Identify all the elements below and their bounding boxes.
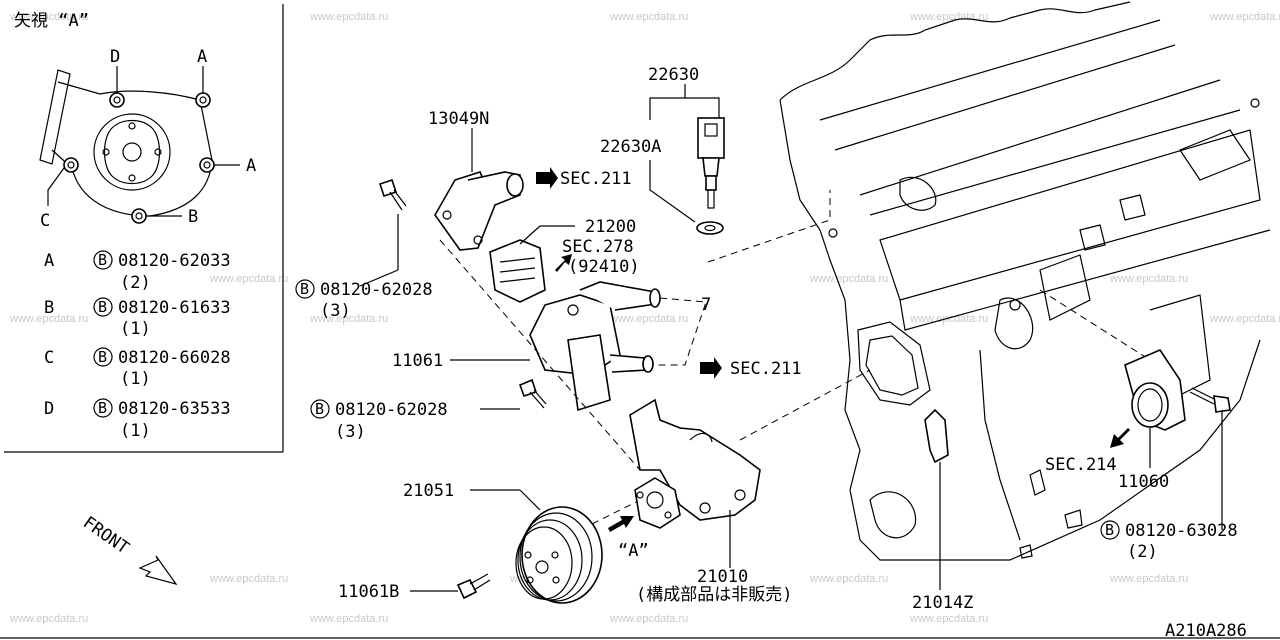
svg-text:08120-63028: 08120-63028	[1125, 521, 1238, 541]
svg-text:www.epcdata.ru: www.epcdata.ru	[609, 313, 688, 325]
pulley-drawing	[470, 489, 603, 604]
thermostat-housing-drawing	[434, 128, 558, 251]
svg-text:www.epcdata.ru: www.epcdata.ru	[309, 613, 388, 625]
svg-text:(1): (1)	[120, 369, 151, 389]
svg-text:www.epcdata.ru: www.epcdata.ru	[909, 11, 988, 23]
label-22630a: 22630A	[600, 137, 661, 157]
label-21051: 21051	[403, 481, 454, 501]
label-sec214: SEC.214	[1045, 455, 1117, 475]
bolt-right-drawing	[1189, 387, 1231, 530]
gasket-drawing	[857, 321, 949, 590]
label-11061b: 11061B	[338, 582, 399, 602]
callout-bolt-62028-lower: B 08120-62028 (3)	[310, 399, 448, 442]
inset-title: 矢視 “A”	[14, 11, 89, 31]
svg-text:B: B	[44, 298, 54, 318]
svg-text:www.epcdata.ru: www.epcdata.ru	[1109, 273, 1188, 285]
label-sec211-top: SEC.211	[560, 169, 632, 189]
label-view-a: “A”	[618, 541, 649, 561]
svg-text:www.epcdata.ru: www.epcdata.ru	[609, 613, 688, 625]
front-direction-indicator: FRONT	[79, 513, 178, 586]
arrow-to-sec211	[536, 167, 558, 189]
svg-text:B: B	[98, 298, 107, 316]
inset-pos-d: D	[110, 47, 120, 67]
inset-pos-b: B	[188, 207, 198, 227]
water-pump-drawing	[608, 398, 761, 568]
label-sec211-mid: SEC.211	[730, 359, 802, 379]
bolt-row-b: B B 08120-61633 (1)	[44, 297, 231, 339]
label-21200: 21200	[585, 217, 636, 237]
svg-text:08120-61633: 08120-61633	[118, 298, 231, 318]
svg-text:(2): (2)	[120, 273, 151, 293]
inset-view-a: 矢視 “A” D A A C B	[4, 4, 284, 453]
svg-text:B: B	[98, 399, 107, 417]
svg-text:08120-62033: 08120-62033	[118, 251, 231, 271]
svg-text:08120-62028: 08120-62028	[320, 280, 433, 300]
bolt-11061b-drawing	[410, 573, 491, 600]
pump-rear-view-drawing	[39, 66, 240, 224]
label-sec278: SEC.278	[562, 237, 634, 257]
label-22630: 22630	[648, 65, 699, 85]
svg-text:www.epcdata.ru: www.epcdata.ru	[9, 313, 88, 325]
svg-text:www.epcdata.ru: www.epcdata.ru	[209, 573, 288, 585]
svg-text:www.epcdata.ru: www.epcdata.ru	[1209, 313, 1280, 325]
svg-text:www.epcdata.ru: www.epcdata.ru	[809, 573, 888, 585]
svg-text:(2): (2)	[1127, 542, 1158, 562]
front-label: FRONT	[79, 513, 132, 559]
svg-text:08120-62028: 08120-62028	[335, 400, 448, 420]
callout-bolt-62028-upper: B 08120-62028 (3)	[295, 279, 433, 321]
svg-text:(3): (3)	[320, 301, 351, 321]
svg-text:www.epcdata.ru: www.epcdata.ru	[209, 273, 288, 285]
bolt-row-d: D B 08120-63533 (1)	[44, 398, 231, 441]
svg-text:www.epcdata.ru: www.epcdata.ru	[9, 613, 88, 625]
water-outlet-drawing	[1110, 349, 1186, 468]
diagram-code: A210A286	[1165, 621, 1247, 640]
svg-text:www.epcdata.ru: www.epcdata.ru	[909, 613, 988, 625]
inset-pos-a-top: A	[197, 47, 207, 67]
label-13049n: 13049N	[428, 109, 489, 129]
water-inlet-drawing	[450, 281, 722, 412]
bolt-row-a: A B 08120-62033 (2)	[44, 250, 231, 293]
svg-text:08120-63533: 08120-63533	[118, 399, 231, 419]
bolt-row-c: C B 08120-66028 (1)	[44, 347, 231, 389]
inset-pos-a-right: A	[246, 156, 256, 176]
label-11061: 11061	[392, 351, 443, 371]
bolt-table: A B 08120-62033 (2) B B 08120-61633 (1) …	[44, 250, 231, 441]
svg-text:D: D	[44, 399, 54, 419]
thermostat-drawing	[489, 225, 575, 303]
label-21010: 21010	[697, 567, 748, 587]
svg-text:(3): (3)	[335, 422, 366, 442]
inset-pos-c: C	[40, 211, 50, 231]
svg-text:www.epcdata.ru: www.epcdata.ru	[909, 313, 988, 325]
svg-text:B: B	[315, 400, 324, 418]
svg-text:A: A	[44, 251, 54, 271]
svg-text:B: B	[300, 280, 309, 298]
svg-text:(1): (1)	[120, 319, 151, 339]
svg-text:C: C	[44, 348, 54, 368]
label-21010-note: (構成部品は非販売)	[636, 585, 792, 605]
svg-text:www.epcdata.ru: www.epcdata.ru	[9, 11, 88, 23]
svg-text:www.epcdata.ru: www.epcdata.ru	[309, 313, 388, 325]
bolt-lower-left-drawing	[480, 378, 547, 410]
callout-bolt-63028: B 08120-63028 (2)	[1100, 520, 1238, 562]
svg-text:www.epcdata.ru: www.epcdata.ru	[309, 11, 388, 23]
svg-text:www.epcdata.ru: www.epcdata.ru	[1209, 11, 1280, 23]
label-11060: 11060	[1118, 472, 1169, 492]
svg-text:08120-66028: 08120-66028	[118, 348, 231, 368]
engine-block-drawing	[779, 1, 1271, 561]
svg-text:(1): (1)	[120, 421, 151, 441]
svg-text:www.epcdata.ru: www.epcdata.ru	[609, 11, 688, 23]
svg-text:www.epcdata.ru: www.epcdata.ru	[809, 273, 888, 285]
label-21014z: 21014Z	[912, 593, 973, 613]
label-92410: (92410)	[568, 257, 640, 277]
label-7: 7	[701, 295, 711, 315]
bolt-upper-left-drawing	[359, 178, 407, 287]
svg-text:B: B	[98, 251, 107, 269]
svg-text:B: B	[98, 348, 107, 366]
svg-text:www.epcdata.ru: www.epcdata.ru	[1109, 573, 1188, 585]
temp-sensor-drawing	[649, 84, 831, 263]
svg-text:B: B	[1105, 521, 1114, 539]
